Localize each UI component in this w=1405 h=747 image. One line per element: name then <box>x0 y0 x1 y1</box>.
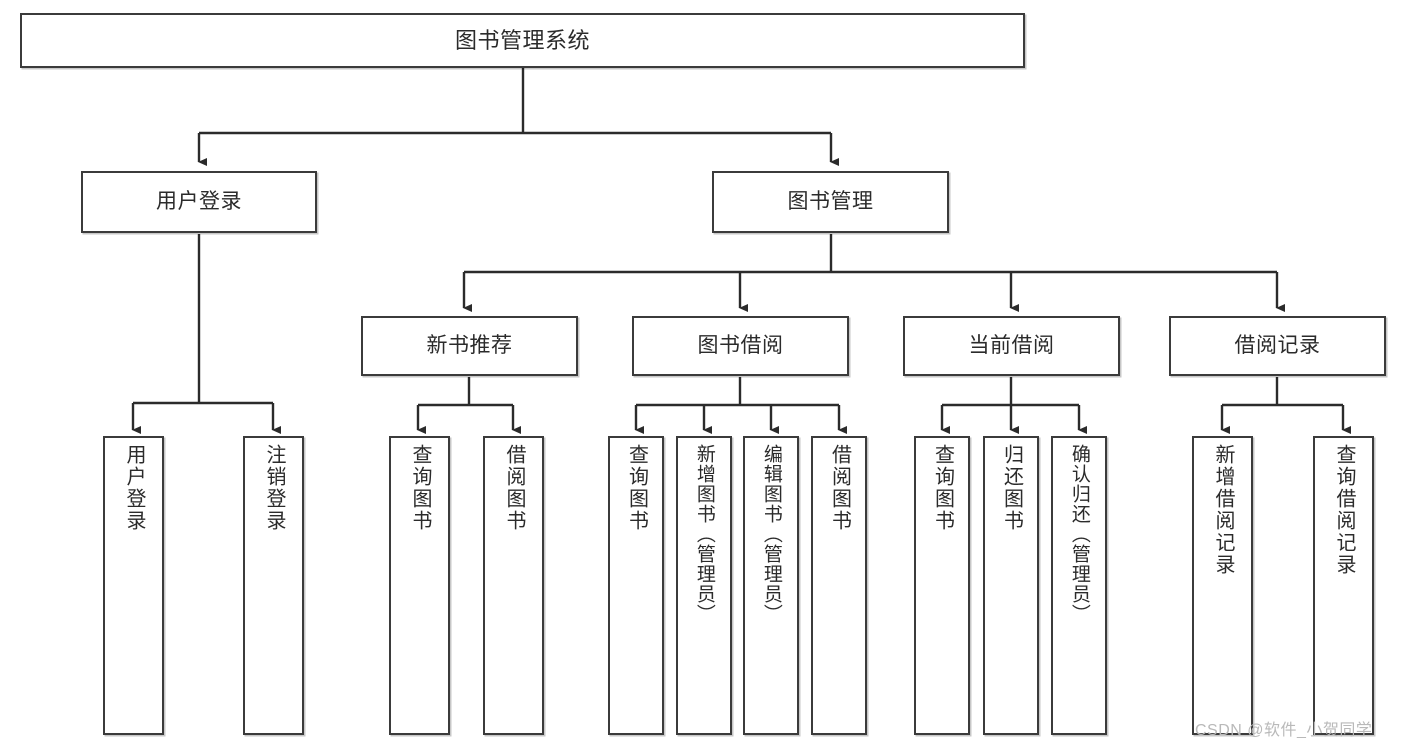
leaf-current-borrow-confirm-return-admin[interactable]: 确认归还（管理员） <box>1051 436 1107 735</box>
node-current-borrow[interactable]: 当前借阅 <box>903 316 1120 376</box>
node-label: 编辑图书（管理员） <box>760 444 782 624</box>
leaf-current-borrow-return-book[interactable]: 归还图书 <box>983 436 1039 735</box>
leaf-current-borrow-query-book[interactable]: 查询图书 <box>914 436 970 735</box>
leaf-new-book-borrow-book[interactable]: 借阅图书 <box>483 436 544 735</box>
node-label: 注销登录 <box>263 444 285 532</box>
node-label: 查询借阅记录 <box>1333 444 1355 576</box>
leaf-new-book-query-book[interactable]: 查询图书 <box>389 436 450 735</box>
node-borrow-record[interactable]: 借阅记录 <box>1169 316 1386 376</box>
node-label: 新增借阅记录 <box>1212 444 1234 576</box>
leaf-user-login-login[interactable]: 用户登录 <box>103 436 164 735</box>
node-user-login[interactable]: 用户登录 <box>81 171 317 233</box>
node-label: 用户登录 <box>123 444 145 532</box>
leaf-book-borrow-query-book[interactable]: 查询图书 <box>608 436 664 735</box>
node-label: 借阅图书 <box>503 444 525 532</box>
node-new-book-recommend[interactable]: 新书推荐 <box>361 316 578 376</box>
node-label: 借阅记录 <box>1234 333 1321 357</box>
node-label: 当前借阅 <box>968 333 1055 357</box>
node-root-system[interactable]: 图书管理系统 <box>20 13 1025 68</box>
leaf-borrow-record-query-record[interactable]: 查询借阅记录 <box>1313 436 1374 735</box>
node-label: 新增图书（管理员） <box>693 444 715 624</box>
leaf-book-borrow-add-book-admin[interactable]: 新增图书（管理员） <box>676 436 732 735</box>
node-label: 确认归还（管理员） <box>1068 444 1090 624</box>
node-book-management[interactable]: 图书管理 <box>712 171 949 233</box>
node-label: 归还图书 <box>1000 444 1023 532</box>
leaf-book-borrow-borrow-book[interactable]: 借阅图书 <box>811 436 867 735</box>
node-label: 查询图书 <box>625 444 648 532</box>
leaf-borrow-record-add-record[interactable]: 新增借阅记录 <box>1192 436 1253 735</box>
leaf-user-login-logout[interactable]: 注销登录 <box>243 436 304 735</box>
node-label: 图书管理 <box>787 189 874 213</box>
node-label: 查询图书 <box>931 444 954 532</box>
leaf-book-borrow-edit-book-admin[interactable]: 编辑图书（管理员） <box>743 436 799 735</box>
node-label: 借阅图书 <box>828 444 851 532</box>
node-label: 图书管理系统 <box>454 27 590 53</box>
node-label: 图书借阅 <box>697 333 784 357</box>
node-label: 查询图书 <box>409 444 431 532</box>
node-label: 新书推荐 <box>426 333 513 357</box>
node-label: 用户登录 <box>156 189 242 213</box>
node-book-borrow[interactable]: 图书借阅 <box>632 316 849 376</box>
